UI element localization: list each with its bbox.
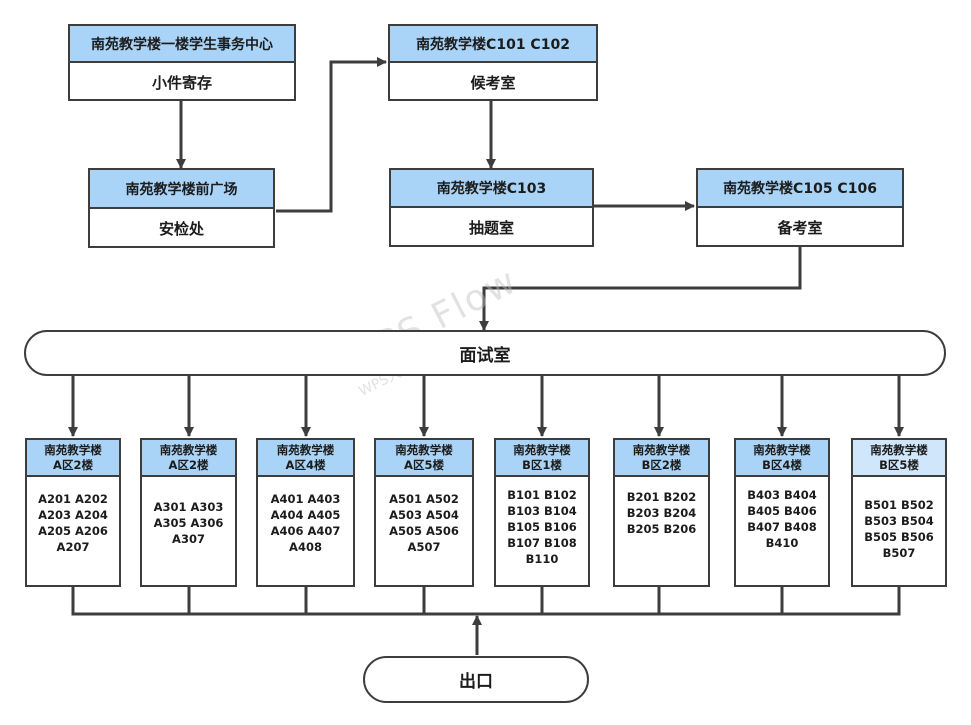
step-prep: 南苑教学楼C105 C106 备考室: [696, 168, 904, 247]
room-numbers: A207: [56, 540, 90, 554]
room-numbers: A205 A206: [38, 524, 108, 538]
step-draw-label: 抽题室: [468, 219, 514, 237]
room-numbers: B403 B404: [747, 488, 817, 502]
room-numbers: B407 B408: [747, 520, 817, 534]
exit-label: 出口: [459, 672, 493, 692]
room-floor: A区2楼: [53, 458, 93, 472]
step-waiting-label: 候考室: [470, 73, 516, 92]
room-building: 南苑教学楼: [513, 443, 571, 457]
step-storage: 南苑教学楼一楼学生事务中心 小件寄存: [68, 24, 296, 101]
room-floor: B区4楼: [762, 458, 802, 472]
arrow-security-to-waiting: [276, 57, 387, 213]
step-prep-label: 备考室: [777, 219, 823, 237]
room-building: 南苑教学楼: [753, 443, 811, 457]
step-waiting: 南苑教学楼C101 C102 候考室: [388, 24, 598, 101]
room-numbers: B203 B204: [626, 506, 697, 520]
room-numbers: B107 B108: [507, 536, 577, 550]
room-numbers: A307: [172, 532, 205, 546]
room-numbers: B201 B202: [626, 490, 697, 504]
step-security-label: 安检处: [158, 220, 204, 238]
room-numbers: A505 A506: [389, 524, 459, 538]
room-building: 南苑教学楼: [159, 443, 218, 457]
room-numbers: A203 A204: [38, 508, 108, 522]
room-floor: B区2楼: [641, 458, 682, 472]
room-numbers: B501 B502: [864, 498, 934, 512]
room-numbers: A401 A403: [270, 492, 341, 506]
room-numbers: A305 A306: [153, 516, 224, 530]
room-numbers: A404 A405: [270, 508, 341, 522]
interview-room: 面试室: [24, 330, 946, 376]
room-numbers: A503 A504: [389, 508, 459, 522]
room-numbers: A408: [289, 540, 322, 554]
room-building: 南苑教学楼: [44, 443, 102, 457]
step-prep-header: 南苑教学楼C105 C106: [698, 170, 902, 208]
room-floor: B区5楼: [879, 458, 919, 472]
step-security: 南苑教学楼前广场 安检处: [88, 168, 275, 248]
room-numbers: B507: [882, 546, 916, 560]
room-numbers: A501 A502: [389, 492, 459, 506]
room-numbers: B105 B106: [507, 520, 577, 534]
step-waiting-header: 南苑教学楼C101 C102: [390, 26, 596, 63]
room-numbers: A201 A202: [38, 492, 108, 506]
room-numbers: A301 A303: [153, 500, 224, 514]
room-building: 南苑教学楼: [870, 443, 928, 457]
room-building: 南苑教学楼: [632, 443, 691, 457]
room-numbers: B101 B102: [507, 488, 577, 502]
room-numbers: B503 B504: [864, 514, 934, 528]
arrow-prep-to-interview: [479, 246, 802, 331]
room-numbers: B410: [765, 536, 799, 550]
room-numbers: B110: [525, 552, 559, 566]
step-security-header: 南苑教学楼前广场: [90, 170, 273, 209]
interview-room-label: 面试室: [459, 345, 511, 366]
room-numbers: B505 B506: [864, 530, 934, 544]
step-draw: 南苑教学楼C103 抽题室: [389, 168, 594, 247]
room-floor: A区4楼: [285, 458, 326, 472]
exit-bus-line: [71, 586, 901, 616]
step-draw-header: 南苑教学楼C103: [391, 170, 592, 208]
room-numbers: A507: [407, 540, 441, 554]
room-numbers: B205 B206: [626, 522, 697, 536]
step-storage-header: 南苑教学楼一楼学生事务中心: [70, 26, 294, 63]
room-floor: B区1楼: [522, 458, 562, 472]
exit-node: 出口: [363, 656, 589, 703]
room-building: 南苑教学楼: [395, 443, 453, 457]
room-floor: A区5楼: [404, 458, 444, 472]
room-numbers: A406 A407: [270, 524, 341, 538]
room-numbers: B405 B406: [747, 504, 817, 518]
step-storage-label: 小件寄存: [151, 73, 212, 92]
room-floor: A区2楼: [168, 458, 209, 472]
room-building: 南苑教学楼: [276, 443, 335, 457]
room-numbers: B103 B104: [507, 504, 577, 518]
